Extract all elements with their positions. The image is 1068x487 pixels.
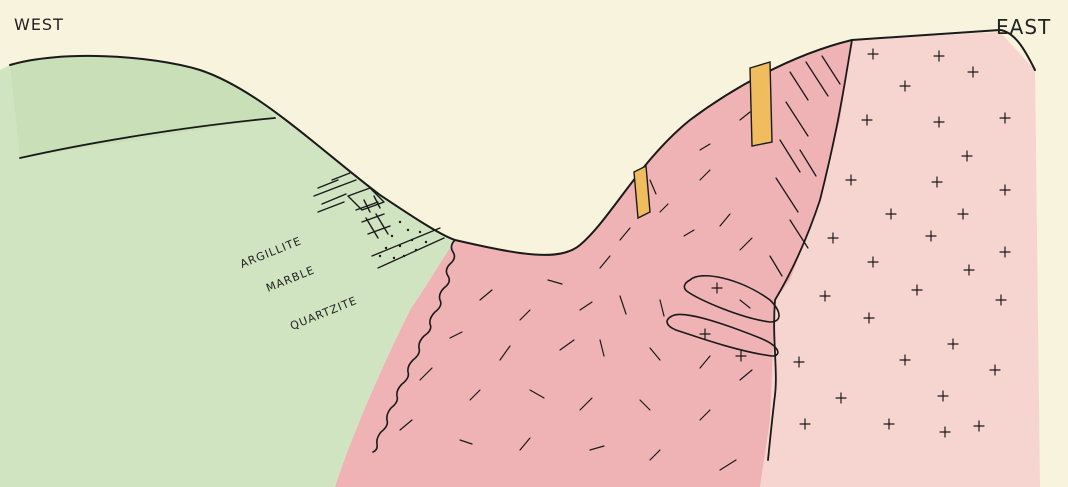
west-label: WEST xyxy=(14,15,64,34)
east-label: EAST xyxy=(996,15,1051,39)
dike-large xyxy=(750,62,772,146)
